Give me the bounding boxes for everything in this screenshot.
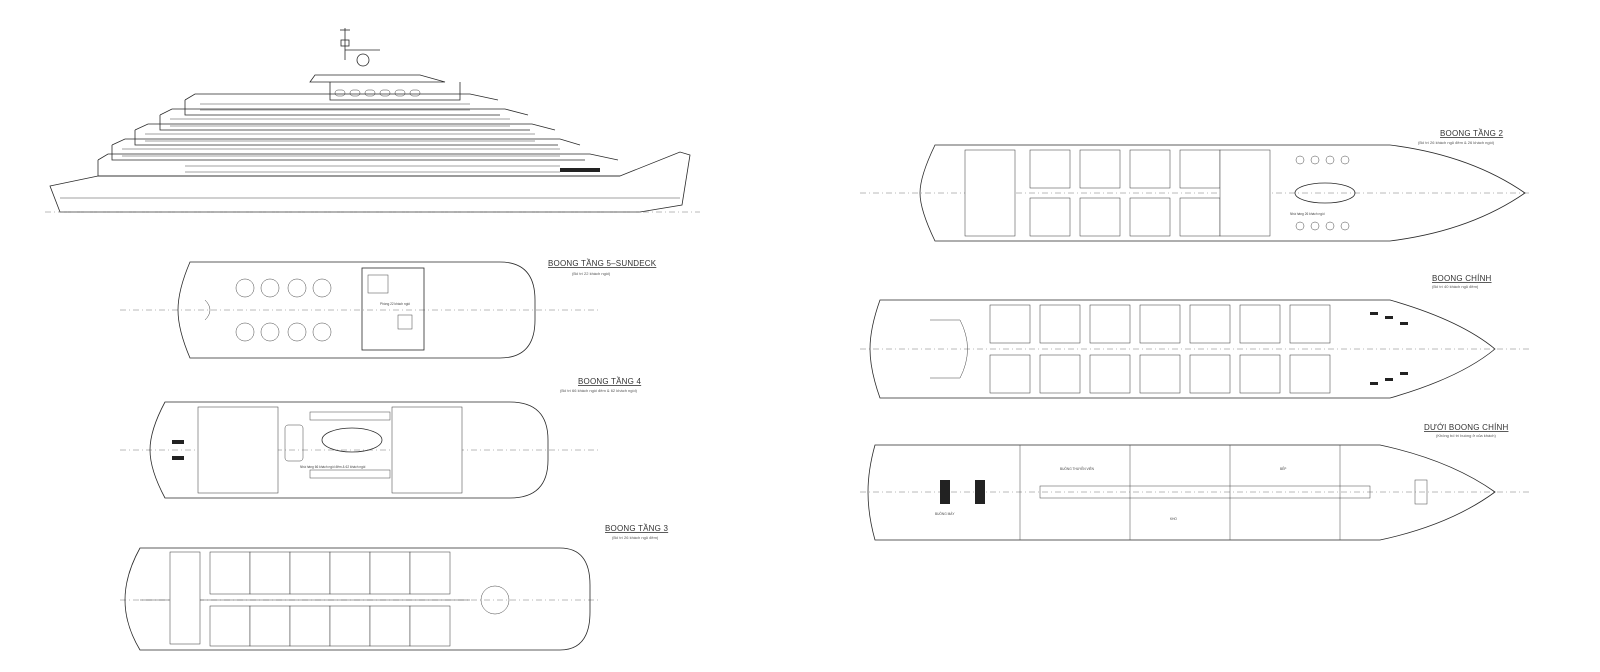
deck-plan-2: Nhà hàng 26 khách ngồi BOONG TẦNG 2 (Bố …: [860, 128, 1530, 242]
sundeck-room-label: Phòng 22 khách ngồi: [380, 302, 410, 306]
deck-plan-3: BOONG TẦNG 3 (Bố trí 26 khách ngủ đêm): [120, 523, 669, 651]
deck-plan-sundeck: Phòng 22 khách ngồi BOONG TẦNG 5–SUNDECK…: [120, 258, 657, 359]
deck-title-main: BOONG CHÍNH: [1432, 274, 1492, 283]
deck-title-2: BOONG TẦNG 2: [1440, 128, 1504, 138]
deck2-lounge-label: Nhà hàng 26 khách ngồi: [1290, 212, 1325, 216]
below-kitchen-label: BẾP: [1280, 466, 1286, 471]
deck-subtitle-sundeck: (Bố trí 22 khách ngồi): [572, 271, 611, 276]
deck-plan-4: Nhà hàng 66 khách ngồi đêm & 62 khách ng…: [120, 376, 642, 499]
side-elevation: [45, 28, 700, 213]
deck-title-3: BOONG TẦNG 3: [605, 523, 669, 533]
deck-plan-main: BOONG CHÍNH (Bố trí 40 khách ngủ đêm): [860, 274, 1530, 399]
deck-subtitle-below: (Không bố trí buồng ở của khách): [1436, 433, 1496, 438]
deck-subtitle-3: (Bố trí 26 khách ngủ đêm): [612, 535, 659, 540]
deck-title-4: BOONG TẦNG 4: [578, 376, 642, 386]
deck-plan-below-main: BUỒNG MÁY BUỒNG THUYỀN VIÊN KHO BẾP DƯỚI…: [860, 423, 1530, 541]
deck4-center-label: Nhà hàng 66 khách ngồi đêm & 62 khách ng…: [300, 465, 366, 469]
below-crew-label: BUỒNG THUYỀN VIÊN: [1060, 466, 1095, 471]
deck-title-sundeck: BOONG TẦNG 5–SUNDECK: [548, 258, 657, 268]
deck-subtitle-4: (Bố trí 66 khách ngồi đêm & 62 khách ngồ…: [560, 388, 638, 393]
deck-subtitle-main: (Bố trí 40 khách ngủ đêm): [1432, 284, 1479, 289]
deck-title-below: DƯỚI BOONG CHÍNH: [1424, 423, 1508, 432]
deck-subtitle-2: (Bố trí 26 khách ngủ đêm & 26 khách ngồi…: [1418, 140, 1495, 145]
below-engine-label: BUỒNG MÁY: [935, 511, 955, 516]
below-store-label: KHO: [1170, 517, 1177, 521]
